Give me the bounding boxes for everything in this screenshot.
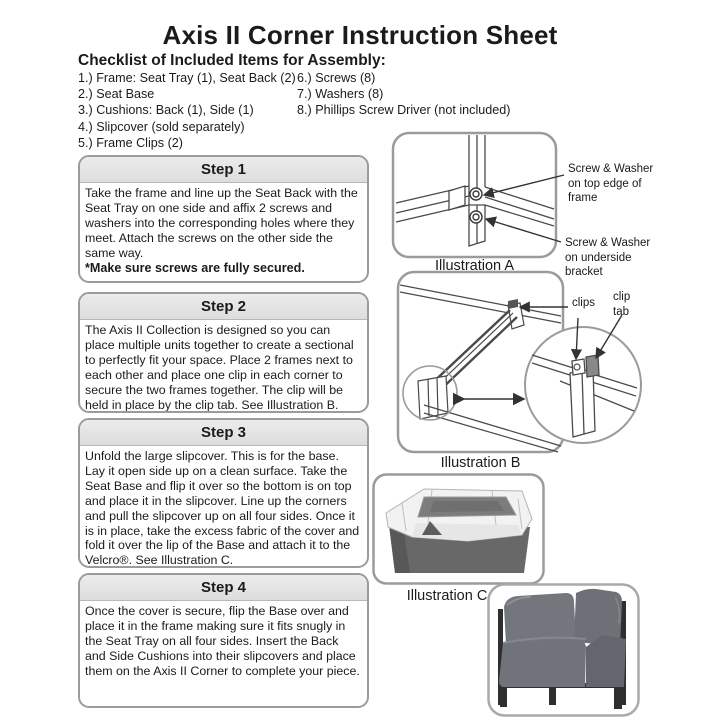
illustration-c-caption: Illustration C [406,588,488,604]
step-2-text: The Axis II Collection is designed so yo… [85,323,354,412]
checklist-item: 4.) Slipcover (sold separately) [78,119,245,134]
checklist-item: 8.) Phillips Screw Driver (not included) [297,103,511,118]
step-3-text: Unfold the large slipcover. This is for … [85,449,360,568]
product-photo [487,583,640,717]
checklist-column-1: 1.) Frame: Seat Tray (1), Seat Back (2) … [78,70,296,151]
illustration-c-drawing [372,473,545,585]
checklist-item: 3.) Cushions: Back (1), Side (1) [78,103,254,118]
checklist-column-2: 6.) Screws (8) 7.) Washers (8) 8.) Phill… [297,70,510,119]
step-2-box: Step 2 The Axis II Collection is designe… [78,292,369,413]
illustration-b-drawing [396,270,642,454]
step-4-box: Step 4 Once the cover is secure, flip th… [78,573,369,708]
step-1-header: Step 1 [80,157,367,183]
illustration-a-caption: Illustration A [435,258,514,274]
step-4-header: Step 4 [80,575,367,601]
page-title: Axis II Corner Instruction Sheet [162,20,558,50]
checklist-item: 7.) Washers (8) [297,87,384,102]
illustration-a-drawing [391,131,565,259]
step-4-text: Once the cover is secure, flip the Base … [85,604,360,678]
step-1-note: *Make sure screws are fully secured. [85,260,305,275]
illustration-b-clip-tab-label: clip tab [613,291,631,318]
step-1-text: Take the frame and line up the Seat Back… [85,186,358,260]
step-3-header: Step 3 [80,420,367,446]
checklist-item: 1.) Frame: Seat Tray (1), Seat Back (2) [78,71,296,85]
step-2-header: Step 2 [80,294,367,320]
checklist-item: 2.) Seat Base [78,87,155,102]
illustration-a-bottom-label: Screw & Washer on underside bracket [565,237,651,278]
checklist-heading: Checklist of Included Items for Assembly… [78,52,386,69]
step-3-box: Step 3 Unfold the large slipcover. This … [78,418,369,568]
illustration-b-caption: Illustration B [440,455,521,471]
checklist-item: 5.) Frame Clips (2) [78,135,183,150]
illustration-b-clips-label: clips [572,297,596,309]
step-1-box: Step 1 Take the frame and line up the Se… [78,155,369,283]
checklist-item: 6.) Screws (8) [297,71,376,85]
illustration-a-top-label: Screw & Washer on top edge of frame [568,163,654,204]
